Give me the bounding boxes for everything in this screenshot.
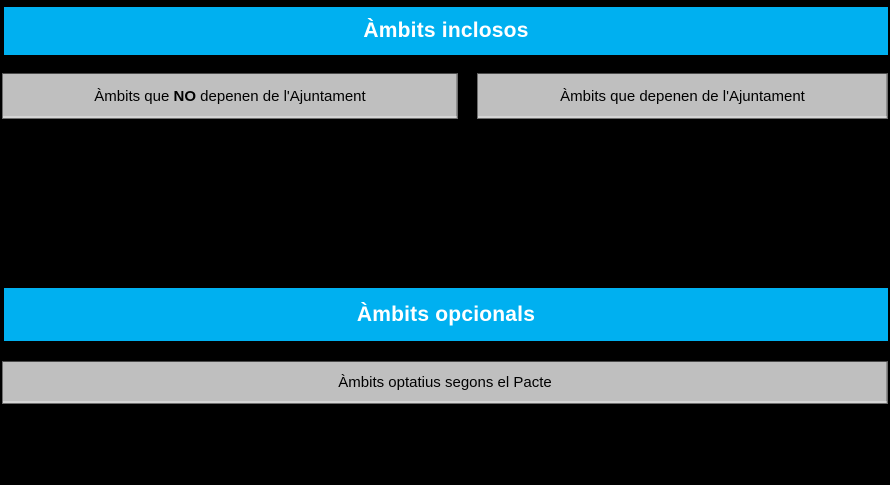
- box-ambits-no-ajuntament-label: Àmbits que NO depenen de l'Ajuntament: [94, 88, 365, 105]
- box-ambits-ajuntament-label: Àmbits que depenen de l'Ajuntament: [560, 87, 805, 105]
- banner-ambits-opcionals-title: Àmbits opcionals: [356, 302, 536, 326]
- banner-ambits-opcionals: Àmbits opcionals: [4, 288, 888, 341]
- label-emphasis-no: NO: [173, 87, 197, 105]
- banner-ambits-inclosos: Àmbits inclosos: [4, 7, 888, 55]
- box-ambits-optatius-label: Àmbits optatius segons el Pacte: [338, 374, 552, 391]
- box-ambits-no-ajuntament: Àmbits que NO depenen de l'Ajuntament: [2, 73, 458, 119]
- box-ambits-ajuntament: Àmbits que depenen de l'Ajuntament: [477, 73, 888, 119]
- label-prefix: Àmbits que: [94, 87, 174, 105]
- label-suffix: depenen de l'Ajuntament: [196, 87, 366, 105]
- banner-ambits-inclosos-title: Àmbits inclosos: [363, 19, 529, 42]
- box-ambits-optatius: Àmbits optatius segons el Pacte: [2, 361, 888, 404]
